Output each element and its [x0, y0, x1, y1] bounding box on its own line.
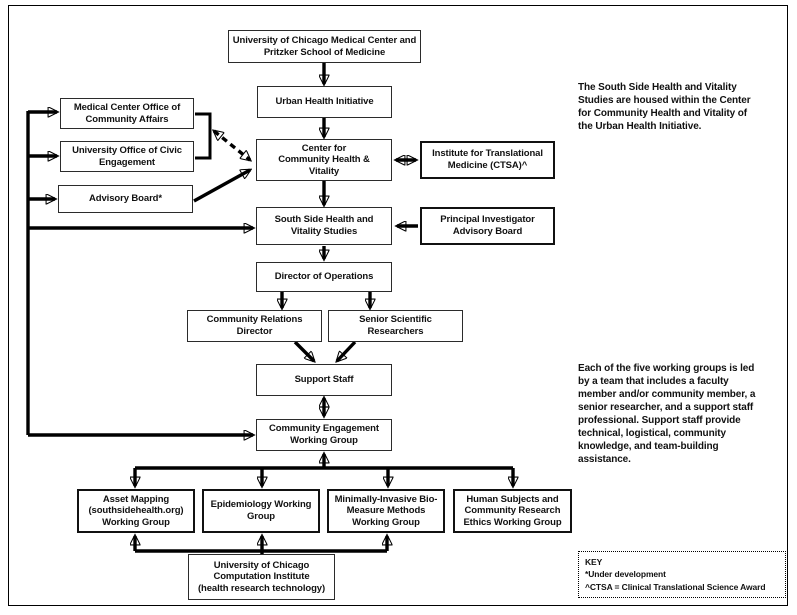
arrow-seniorsci-to-support: [337, 340, 357, 361]
node-center-community-health-vitality: Center for Community Health & Vitality: [256, 139, 392, 181]
node-medical-center-office-community-affairs: Medical Center Office of Community Affai…: [60, 98, 194, 129]
node-community-relations-director: Community Relations Director: [187, 310, 322, 342]
dashed-arrow-offices-center: [214, 131, 250, 160]
node-computation-institute: University of Chicago Computation Instit…: [188, 554, 335, 600]
node-university-office-civic-engagement: University Office of Civic Engagement: [60, 141, 194, 172]
arrow-commrelations-to-support: [293, 340, 314, 361]
key-legend-box: KEY *Under development ^CTSA = Clinical …: [578, 551, 786, 598]
node-institute-translational-medicine: Institute for Translational Medicine (CT…: [420, 141, 555, 179]
node-univ-medical-center: University of Chicago Medical Center and…: [228, 30, 421, 63]
node-biomeasure-methods-working-group: Minimally-Invasive Bio- Measure Methods …: [327, 489, 445, 533]
key-entry-under-development: *Under development: [585, 569, 666, 580]
node-asset-mapping-working-group: Asset Mapping (southsidehealth.org) Work…: [77, 489, 195, 533]
key-title: KEY: [585, 557, 603, 567]
node-director-of-operations: Director of Operations: [256, 262, 392, 292]
bracket-offices: [195, 112, 212, 160]
key-entry-ctsa: ^CTSA = Clinical Translational Science A…: [585, 581, 766, 592]
annotation-working-groups: Each of the five working groups is led b…: [578, 363, 756, 465]
node-principal-investigator-advisory-board: Principal Investigator Advisory Board: [420, 207, 555, 245]
node-senior-scientific-researchers: Senior Scientific Researchers: [328, 310, 463, 342]
node-support-staff: Support Staff: [256, 364, 392, 396]
node-advisory-board: Advisory Board*: [58, 185, 193, 213]
node-urban-health-initiative: Urban Health Initiative: [257, 86, 392, 118]
node-community-engagement-working-group: Community Engagement Working Group: [256, 419, 392, 451]
node-human-subjects-ethics-working-group: Human Subjects and Community Research Et…: [453, 489, 572, 533]
node-epidemiology-working-group: Epidemiology Working Group: [202, 489, 320, 533]
annotation-housed-within: The South Side Health and Vitality Studi…: [578, 82, 751, 132]
arrow-advisory-to-center: [193, 168, 250, 203]
node-south-side-health-vitality-studies: South Side Health and Vitality Studies: [256, 207, 392, 245]
